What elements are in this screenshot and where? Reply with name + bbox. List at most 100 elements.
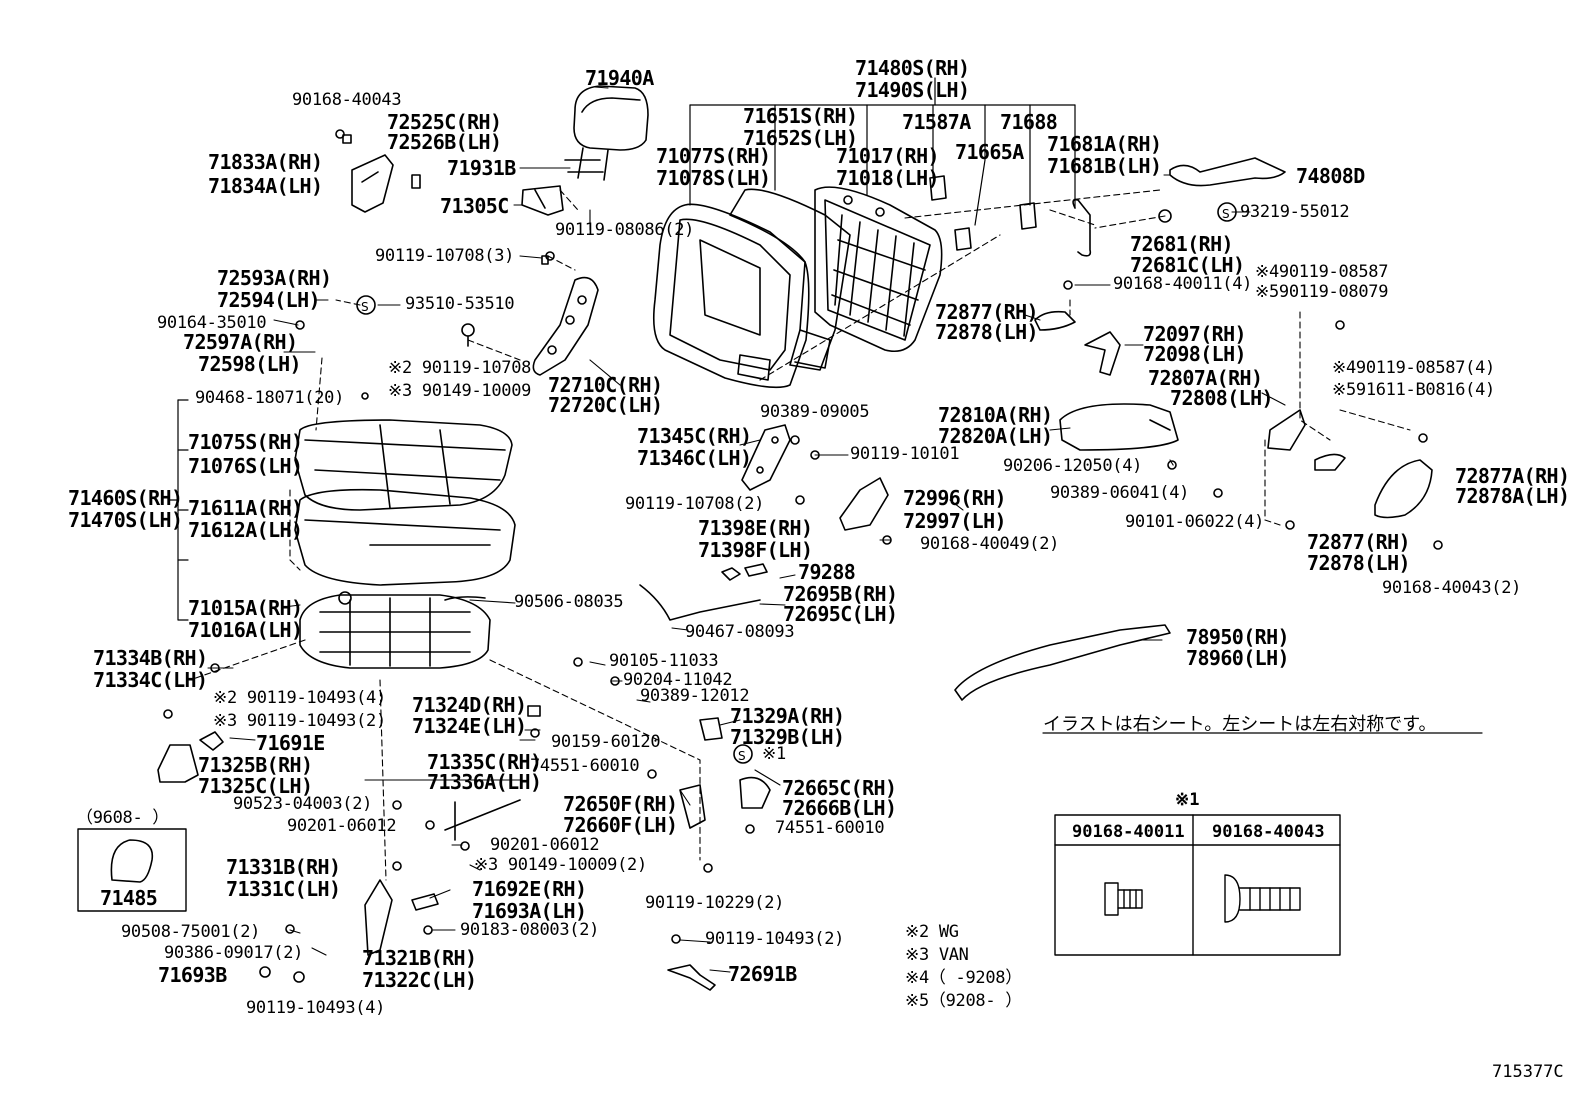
part-label: 71331B(RH) <box>226 855 341 879</box>
part-label: 71490S(LH) <box>855 78 970 102</box>
part-label: 71016A(LH) <box>188 618 303 642</box>
part-label: 78950(RH) <box>1186 625 1290 649</box>
callout-lines <box>169 77 1076 621</box>
part-label: 71398E(RH) <box>698 516 813 540</box>
part-label: 90168-40049(2) <box>920 534 1060 554</box>
part-label: 90159-60120 <box>551 732 661 752</box>
headrest-drawing <box>564 85 649 181</box>
part-label: 72597A(RH) <box>183 330 298 354</box>
part-label: 71651S(RH) <box>743 104 858 128</box>
part-label: 72695C(LH) <box>783 602 898 626</box>
part-label: 71305C <box>440 194 509 218</box>
part-label: 90101-06022(4) <box>1125 512 1265 532</box>
part-label: 71691E <box>256 731 325 755</box>
part-label: 71346C(LH) <box>637 446 752 470</box>
part-label: 71324D(RH) <box>412 693 527 717</box>
part-label: 72598(LH) <box>198 352 302 376</box>
part-label: 72681C(LH) <box>1130 253 1245 277</box>
part-label: 72710C(RH) <box>548 373 663 397</box>
part-label: 72877A(RH) <box>1455 464 1570 488</box>
part-label: 71345C(RH) <box>637 424 752 448</box>
part-label: 71321B(RH) <box>362 946 477 970</box>
part-label: 93510-53510 <box>405 294 515 314</box>
part-label: 71076S(LH) <box>188 454 303 478</box>
part-label: 72681(RH) <box>1130 232 1234 256</box>
part-label: 90168-40043(2) <box>1382 578 1522 598</box>
dashed-lines <box>189 189 1411 881</box>
part-label: 90389-09005 <box>760 402 870 422</box>
part-label: 72695B(RH) <box>783 582 898 606</box>
part-label: 71329A(RH) <box>730 704 845 728</box>
part-label: 90183-08003(2) <box>460 920 600 940</box>
misc-parts: S S S <box>157 129 1443 991</box>
part-label: 72820A(LH) <box>938 424 1053 448</box>
part-label: 71460S(RH) <box>68 486 183 510</box>
part-label: 78960(LH) <box>1186 646 1290 670</box>
part-label: 90119-10493(4) <box>246 998 386 1018</box>
svg-text:S: S <box>738 749 746 763</box>
part-label: 71470S(LH) <box>68 508 183 532</box>
legend-col-2: 90168-40043 <box>1212 822 1325 842</box>
part-label: 71335C(RH) <box>427 750 542 774</box>
inset-box <box>77 828 187 912</box>
part-label: 71329B(LH) <box>730 725 845 749</box>
part-label: 72525C(RH) <box>387 110 502 134</box>
part-label: 72666B(LH) <box>782 796 897 820</box>
inset-part: 71485 <box>100 886 158 910</box>
part-label: 71940A <box>585 66 654 90</box>
part-label: ※3 90149-10009(2) <box>474 855 647 875</box>
part-label: 90119-10493(2) <box>705 929 845 949</box>
part-label: ※591611-B0816(4) <box>1332 380 1495 400</box>
part-label: 71077S(RH) <box>656 144 771 168</box>
part-label: ※3 90149-10009 <box>388 381 532 401</box>
part-label: 71325C(LH) <box>198 774 313 798</box>
leader-lines <box>207 86 1286 973</box>
part-label: ※490119-08587(4) <box>1332 358 1495 378</box>
footnote-3: ※3 VAN <box>905 945 969 965</box>
part-label: 90119-10708(2) <box>625 494 765 514</box>
part-label: 71325B(RH) <box>198 753 313 777</box>
part-label: 72720C(LH) <box>548 393 663 417</box>
part-label: 90201-06012 <box>490 835 600 855</box>
part-label: 72098(LH) <box>1143 342 1247 366</box>
part-label: 71652S(LH) <box>743 126 858 150</box>
part-label: 90506-08035 <box>514 592 624 612</box>
svg-text:S: S <box>361 300 369 314</box>
part-label: ※2 90119-10708 <box>388 358 532 378</box>
part-label: 93219-55012 <box>1240 202 1350 222</box>
legend-col-1: 90168-40011 <box>1072 822 1185 842</box>
part-label: 71015A(RH) <box>188 596 303 620</box>
part-label: 90119-10101 <box>850 444 960 464</box>
part-label: 72097(RH) <box>1143 322 1247 346</box>
seatback-drawing <box>652 175 1092 389</box>
legend-mark: ※1 <box>1175 790 1200 810</box>
part-label: ※590119-08079 <box>1255 282 1389 302</box>
part-label: 71931B <box>447 156 516 180</box>
part-label: 90105-11033 <box>609 651 719 671</box>
part-label: 90523-04003(2) <box>233 794 373 814</box>
part-label: 71324E(LH) <box>412 714 527 738</box>
part-label: 72807A(RH) <box>1148 366 1263 390</box>
part-label: 72877(RH) <box>1307 530 1411 554</box>
part-label: ※490119-08587 <box>1255 262 1389 282</box>
part-label: 90206-12050(4) <box>1003 456 1143 476</box>
part-label: 90119-08086(2) <box>555 220 695 240</box>
part-label: 71331C(LH) <box>226 877 341 901</box>
diagram-code: 715377C <box>1492 1062 1564 1082</box>
part-label: ※2 90119-10493(4) <box>213 688 386 708</box>
part-label: 90386-09017(2) <box>164 943 304 963</box>
part-label: 71612A(LH) <box>188 518 303 542</box>
part-label: 90201-06012 <box>287 816 397 836</box>
part-label: 72878(LH) <box>1307 551 1411 575</box>
part-label: 72665C(RH) <box>782 776 897 800</box>
hinge-cover-71833A <box>342 134 421 213</box>
part-label: 71692E(RH) <box>472 877 587 901</box>
part-label: 71078S(LH) <box>656 166 771 190</box>
part-label: 90467-08093 <box>685 622 795 642</box>
part-label: 72660F(LH) <box>563 813 678 837</box>
part-label: 71681B(LH) <box>1047 154 1162 178</box>
part-label: 71017(RH) <box>836 144 940 168</box>
part-label: 71665A <box>955 140 1024 164</box>
part-label: 72691B <box>728 962 797 986</box>
